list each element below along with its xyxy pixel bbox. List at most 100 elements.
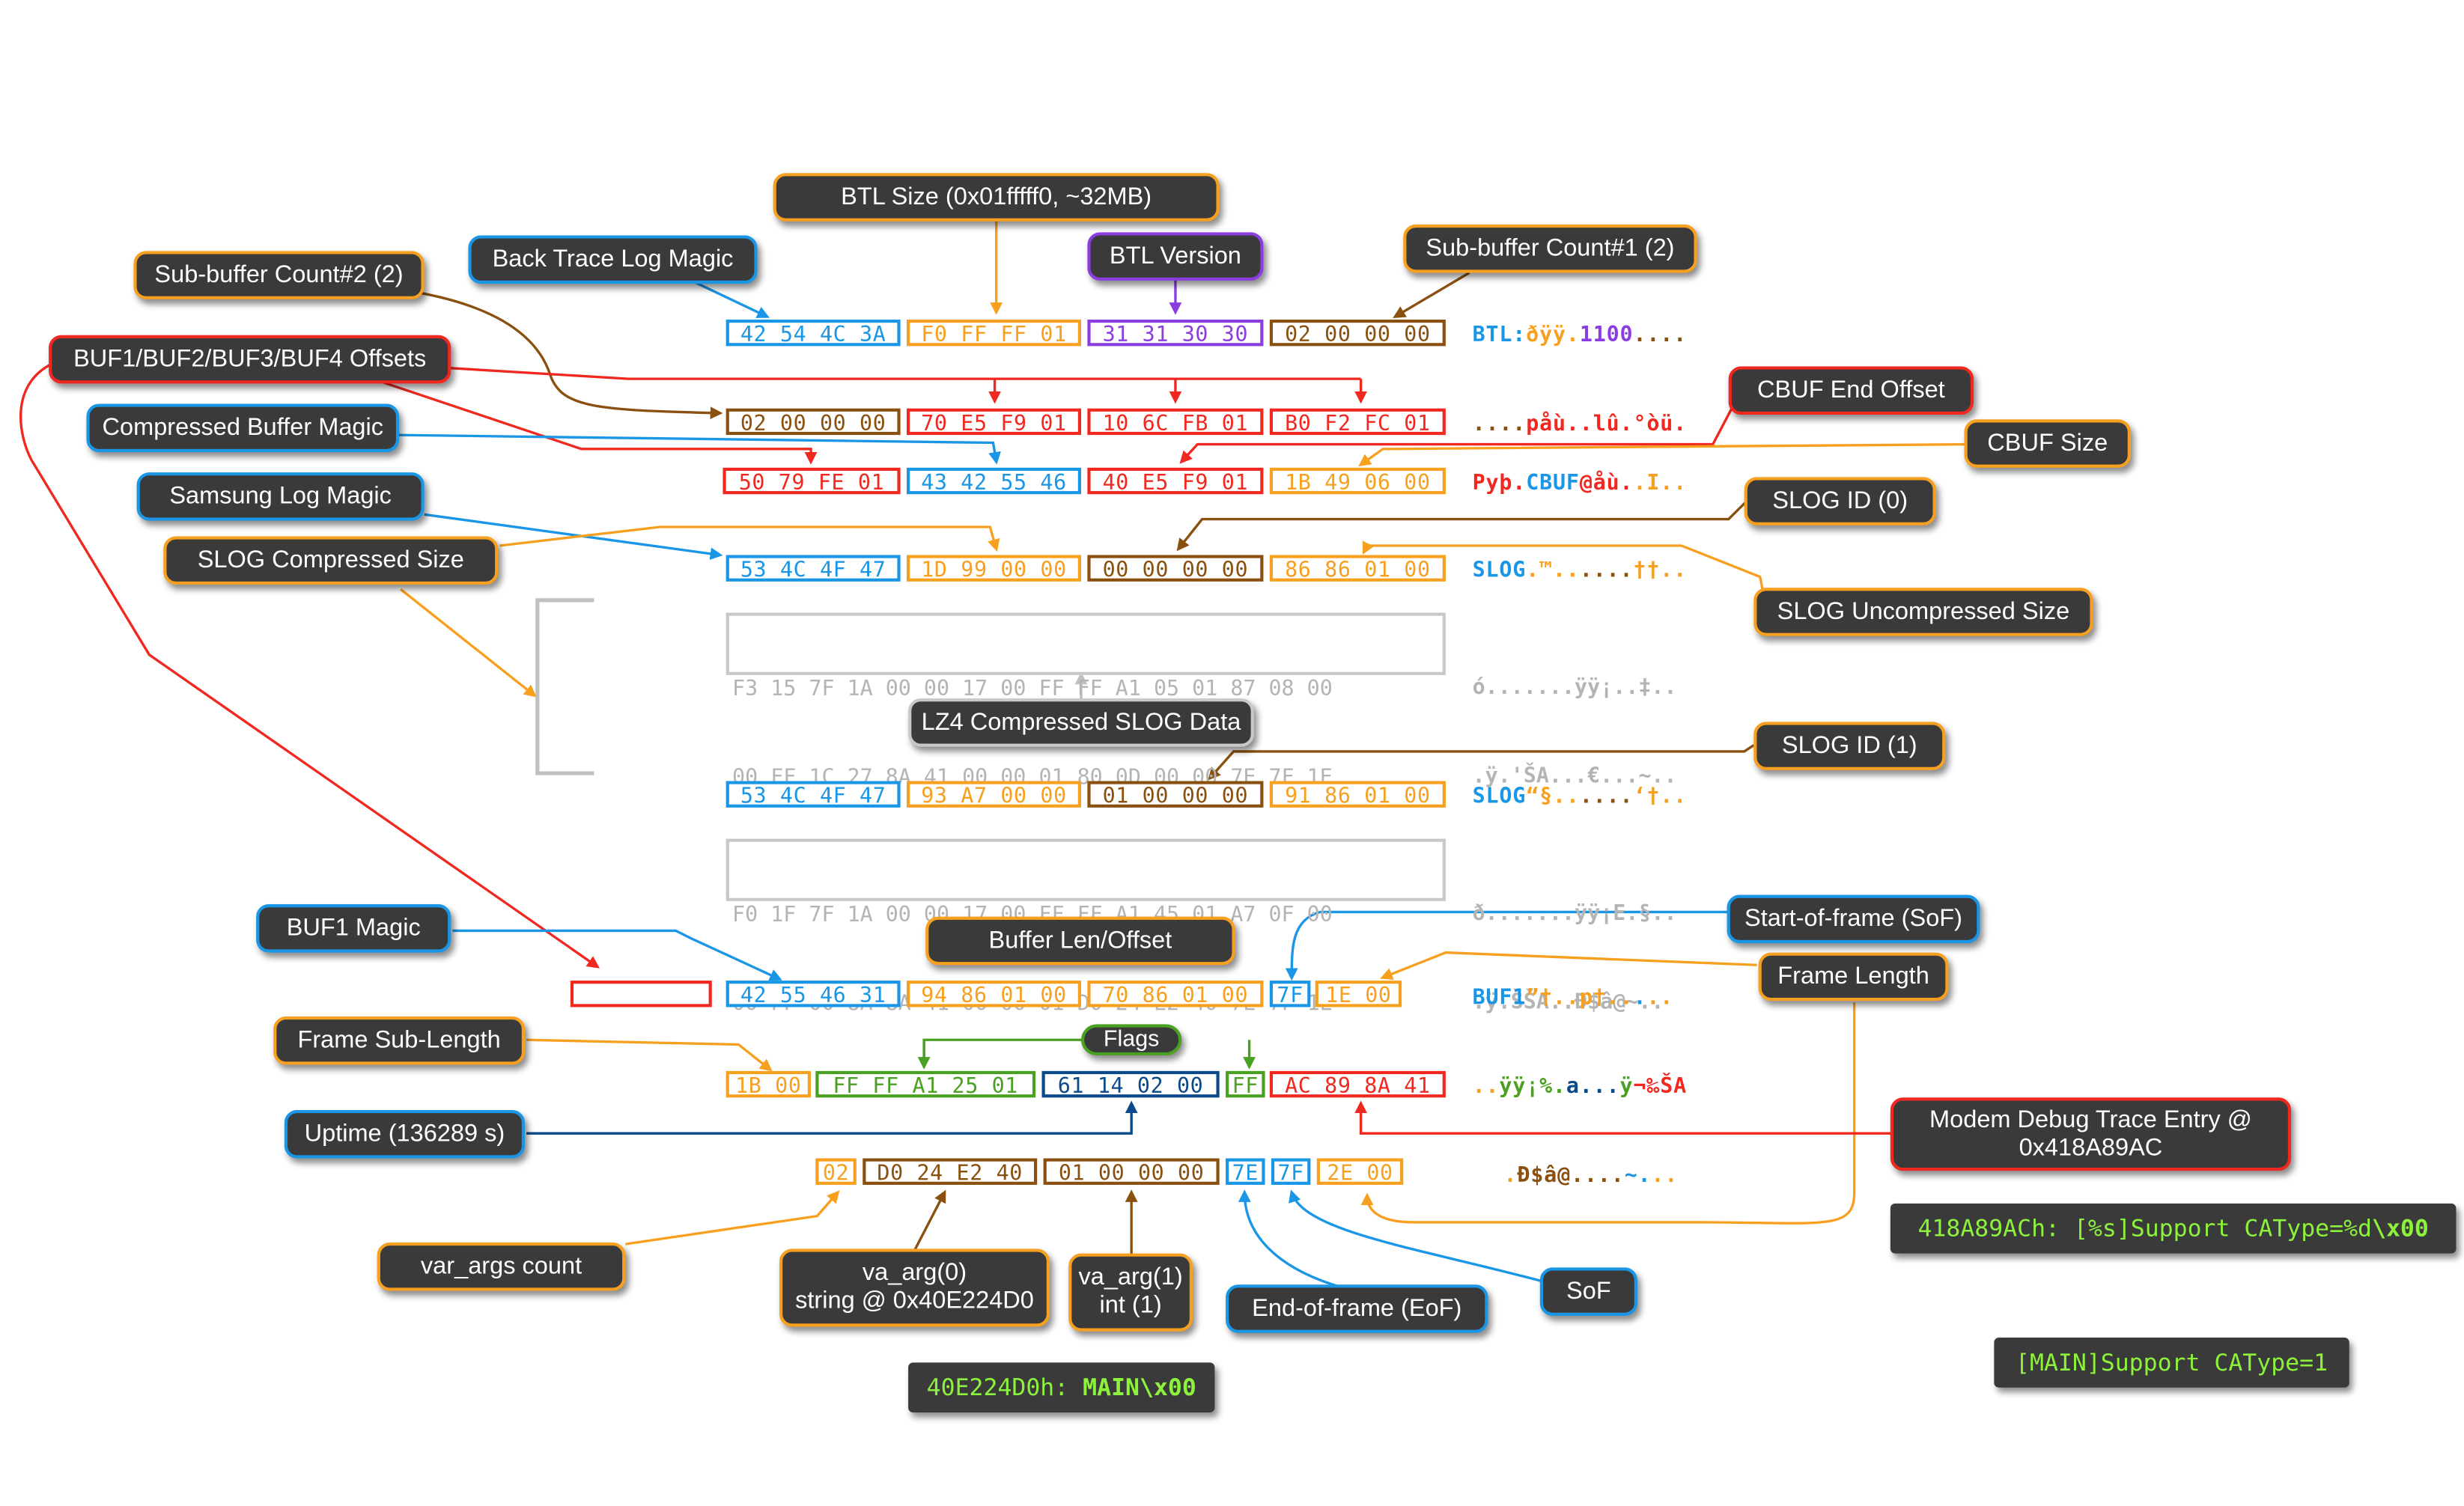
buf1-pointer-target [570,981,712,1007]
hex-buf-offset-3: B0 F2 FC 01 [1269,408,1446,436]
ascii-row-2: ....påù..lû.°òü. [1473,407,1687,439]
ascii-btl-size: ðÿÿ. [1526,323,1580,348]
ascii-btl-version: 1100 [1579,323,1634,348]
ascii-buffer-len: ”†.. [1526,985,1580,1010]
terminal-string-value: 40E224D0h: MAIN\x00 [908,1362,1215,1413]
terminal-address: 40E224D0h: [926,1373,1069,1402]
hex-buf1-magic: 42 55 46 31 [725,981,901,1009]
label-lz4-data: LZ4 Compressed SLOG Data [908,698,1254,747]
hex-slog-compressed-size-1: 93 A7 00 00 [907,781,1081,809]
hex-subbuffer-count2: 02 00 00 00 [725,408,901,436]
label-uptime: Uptime (136289 s) [284,1109,525,1159]
hex-slog-compressed-size-0: 1D 99 00 00 [907,555,1081,583]
terminal-address: 418A89ACh: [1917,1214,2060,1243]
label-subbuffer-count1: Sub-buffer Count#1 (2) [1403,224,1697,273]
hex-buffer-offset: 70 86 01 00 [1087,981,1264,1009]
terminal-value: MAIN [1083,1373,1140,1402]
hex-uptime: 61 14 02 00 [1041,1070,1220,1099]
hex-flags-2: FF [1226,1070,1265,1099]
ascii-slog-id-1: .... [1579,784,1634,809]
label-samsung-log-magic: Samsung Log Magic [136,472,425,521]
ascii-buffer-offset: p†.. [1579,985,1634,1010]
hex-frame-length-2: 2E 00 [1316,1158,1404,1186]
lz4-data-block-2: F0 1F 7F 1A 00 00 17 00 FF FF A1 45 01 A… [725,838,1446,1016]
ascii-row-7: ..ÿÿ¡%.a...ÿ¬‰ŠA [1473,1070,1687,1101]
ascii-slog-csize-1: “§.. [1526,784,1580,809]
hex-frame-length: 1E 00 [1315,981,1402,1009]
lz4-data-line: F3 15 7F 1A 00 00 17 00 FF FF A1 05 01 8… [732,676,1333,702]
ascii-subbuffer-count1: .... [1633,323,1688,348]
ascii-slog-usize-0: ††.. [1633,558,1688,583]
hex-sof-2: 7F [1271,1158,1311,1186]
label-cbuf-end-offset: CBUF End Offset [1728,366,1974,415]
ascii-frame-length: .. [1646,985,1674,1010]
ascii-slog-1: SLOG [1472,784,1527,809]
hex-subbuffer-count1: 02 00 00 00 [1269,319,1446,347]
label-slog-compressed-size: SLOG Compressed Size [163,536,499,585]
label-var-args-count: var_args count [377,1242,626,1291]
hex-btl-magic: 42 54 4C 3A [725,319,901,347]
terminal-format: [%s]Support CAType=%d [2073,1214,2373,1243]
ascii-offset-4: Pyþ. [1472,471,1527,496]
ascii-cbuf-end: @åù. [1579,471,1634,496]
lz4-ascii-line: ð.......ÿÿ¡E.§.. [1472,900,1677,927]
ascii-trace-entry: ¬‰ŠA [1633,1074,1688,1100]
ascii-row-1: BTL:ðÿÿ.1100.... [1473,318,1687,350]
hex-slog-magic-1: 53 4C 4F 47 [725,781,901,809]
label-btl-version: BTL Version [1087,232,1264,281]
ascii-offset-2: .lû. [1579,411,1634,437]
label-end-of-frame: End-of-frame (EoF) [1226,1284,1488,1333]
label-buffer-len-offset: Buffer Len/Offset [925,916,1235,966]
hex-va-arg1: 01 00 00 00 [1043,1158,1220,1186]
ascii-sub-length: .. [1472,1074,1500,1100]
ascii-va-arg1: .... [1571,1162,1625,1189]
label-buf-offsets: BUF1/BUF2/BUF3/BUF4 Offsets [49,335,451,384]
hex-cbuf-size: 1B 49 06 00 [1269,467,1446,496]
hex-slog-id-1: 01 00 00 00 [1087,781,1264,809]
label-subbuffer-count2: Sub-buffer Count#2 (2) [133,251,425,299]
label-va-arg0: va_arg(0) string @ 0x40E224D0 [779,1249,1050,1327]
label-va-arg1: va_arg(1) int (1) [1068,1253,1193,1332]
ascii-uptime: a... [1566,1074,1620,1100]
label-cbuf-size: CBUF Size [1964,419,2131,468]
lz4-ascii-line: .ÿ.ŠŠA..Ð$â@~.. [1472,990,1664,1015]
lz4-ascii-line: .ÿ.'ŠA...€...~.. [1472,763,1677,789]
ascii-flags-2: ÿ [1619,1074,1634,1100]
ascii-btl: BTL: [1472,323,1527,348]
ascii-sof: . [1633,985,1647,1010]
ascii-slog-csize-0: .™.. [1526,558,1580,583]
ascii-subbuffer-count2: .... [1472,411,1527,437]
lz4-ascii-block-2: ð.......ÿÿ¡E.§.. .ÿ.ŠŠA..Ð$â@~.. [1473,841,1677,1078]
label-slog-id0: SLOG ID (0) [1744,477,1936,525]
hex-buf-offset-1: 70 E5 F9 01 [907,408,1081,436]
ascii-row-3: Pyþ.CBUF@åù..I.. [1473,466,1687,498]
ascii-sof-2: . [1637,1162,1652,1189]
label-slog-uncompressed-size: SLOG Uncompressed Size [1753,588,2093,636]
ascii-cbuf-size: .I.. [1633,471,1688,496]
terminal-format-string: 418A89ACh: [%s]Support CAType=%d\x00 [1890,1203,2457,1254]
label-frame-length: Frame Length [1758,952,1949,1002]
hex-eof: 7E [1226,1158,1265,1186]
ascii-cbuf: CBUF [1526,471,1580,496]
ascii-row-5: SLOG“§......‘†.. [1473,779,1687,811]
lz4-ascii-line: ó.......ÿÿ¡..‡.. [1472,674,1677,701]
hex-slog-magic-0: 53 4C 4F 47 [725,555,901,583]
hex-slog-uncompressed-size-0: 86 86 01 00 [1269,555,1446,583]
hex-sof: 7F [1269,981,1311,1009]
label-btl-size: BTL Size (0x01fffff0, ~32MB) [773,173,1220,222]
ascii-frame-length-2: .. [1651,1162,1679,1189]
label-slog-id1: SLOG ID (1) [1753,722,1946,770]
ascii-slog-usize-1: ‘†.. [1633,784,1688,809]
hex-buffer-len: 94 86 01 00 [907,981,1081,1009]
ascii-slog-id-0: .... [1579,558,1634,583]
ascii-var-args: . [1503,1162,1518,1189]
label-modem-entry: Modem Debug Trace Entry @ 0x418A89AC [1890,1097,2292,1171]
label-frame-sub-length: Frame Sub-Length [273,1016,525,1065]
lz4-ascii-block-1: ó.......ÿÿ¡..‡.. .ÿ.'ŠA...€...~.. [1473,615,1677,852]
hex-flags: FF FF A1 25 01 [815,1070,1036,1099]
ascii-va-arg0: Ð$â@ [1517,1162,1572,1189]
ascii-row-8: .Ð$â@....~... [1504,1159,1679,1190]
hex-var-args-count: 02 [815,1158,857,1186]
terminal-null-escape: \x00 [2372,1214,2429,1243]
hex-btl-size: F0 FF FF 01 [907,319,1081,347]
